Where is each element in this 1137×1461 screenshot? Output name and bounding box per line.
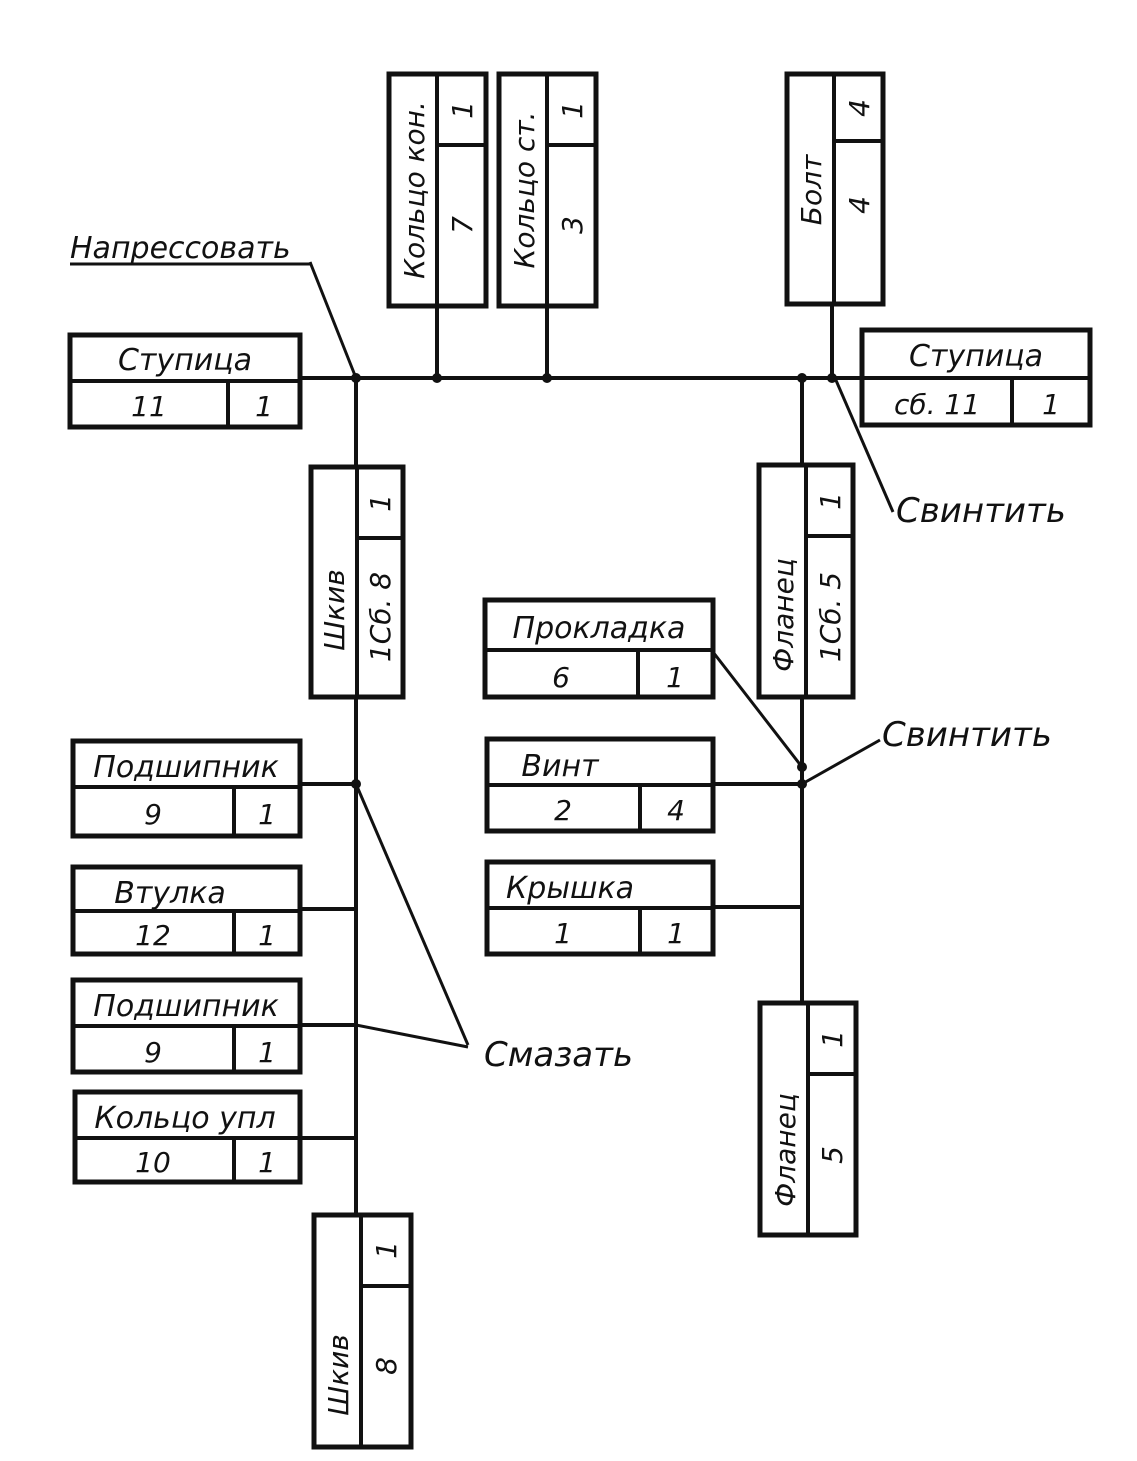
junction-dot <box>432 373 442 383</box>
press-fit-label: Напрессовать <box>70 231 291 266</box>
part-number: 9 <box>144 1036 162 1069</box>
part-name: Крышка <box>506 871 634 906</box>
part-qty: 1 <box>258 1146 276 1179</box>
part-number: 10 <box>135 1146 171 1179</box>
part-gasket: Прокладка 6 1 <box>482 597 716 700</box>
part-screw: Винт 2 4 <box>484 736 716 834</box>
screw-right-label: Свинтить <box>896 491 1066 531</box>
part-number: 8 <box>370 1357 403 1375</box>
part-bearing-1: Подшипник 9 1 <box>70 738 303 839</box>
lubricate-leader-bearing-1 <box>354 783 470 1046</box>
part-qty: 4 <box>843 99 876 117</box>
part-name: Кольцо кон. <box>398 101 431 279</box>
junction-dot <box>797 373 807 383</box>
part-qty: 1 <box>556 101 589 119</box>
part-bearing-2: Подшипник 9 1 <box>70 977 303 1075</box>
part-qty: 1 <box>255 390 273 423</box>
part-name: Подшипник <box>93 750 278 785</box>
part-qty: 1 <box>816 1030 849 1048</box>
part-qty: 1 <box>370 1241 403 1259</box>
part-number: 4 <box>843 196 876 214</box>
lubricate-label: Смазать <box>484 1035 633 1075</box>
part-number: 5 <box>816 1146 849 1164</box>
part-name: Фланец <box>769 1093 802 1207</box>
part-ring-cone: Кольцо кон. 7 1 <box>386 71 489 309</box>
part-pulley-assembly: Шкив 1Сб. 8 1 <box>308 464 406 700</box>
part-name: Шкив <box>318 569 351 651</box>
annotations: Напрессовать Свинтить Свинтить Смазать <box>70 231 1066 1075</box>
screw-center-leader <box>801 738 881 786</box>
part-name: Фланец <box>767 558 800 672</box>
part-pulley: Шкив 8 1 <box>311 1212 414 1450</box>
part-qty: 1 <box>258 1036 276 1069</box>
part-bolt: Болт 4 4 <box>784 71 886 307</box>
part-number: 3 <box>556 216 589 234</box>
part-name: Втулка <box>114 876 226 911</box>
part-qty: 1 <box>666 661 684 694</box>
screw-right-leader <box>833 377 895 513</box>
part-name: Винт <box>521 749 600 784</box>
press-fit-leader <box>308 261 358 379</box>
part-number: 1Сб. 8 <box>364 572 397 662</box>
part-qty: 1 <box>446 101 479 119</box>
junction-dot <box>542 373 552 383</box>
part-name: Ступица <box>909 339 1043 374</box>
screw-center-label: Свинтить <box>882 715 1052 755</box>
part-seal-ring: Кольцо упл 10 1 <box>72 1089 303 1185</box>
part-number: 7 <box>446 216 479 234</box>
part-number: 12 <box>135 919 171 952</box>
part-number: 1 <box>554 917 572 950</box>
part-number: 1Сб. 5 <box>814 572 847 662</box>
part-ring-st: Кольцо ст. 3 1 <box>496 71 599 309</box>
part-flange: Фланец 5 1 <box>757 1000 859 1238</box>
part-qty: 1 <box>258 798 276 831</box>
part-name: Прокладка <box>513 611 686 646</box>
part-bushing: Втулка 12 1 <box>70 864 303 957</box>
part-number: сб. 11 <box>894 388 980 421</box>
part-flange-assembly: Фланец 1Сб. 5 1 <box>756 462 856 700</box>
part-qty: 4 <box>667 794 685 827</box>
part-qty: 1 <box>814 492 847 510</box>
part-name: Ступица <box>118 343 252 378</box>
screw-center-leader-gasket <box>711 651 804 768</box>
part-qty: 1 <box>667 917 685 950</box>
part-name: Подшипник <box>93 989 278 1024</box>
part-hub: Ступица 11 1 <box>67 332 303 430</box>
part-qty: 1 <box>1042 388 1060 421</box>
part-hub-assembly: Ступица сб. 11 1 <box>859 327 1093 428</box>
part-number: 6 <box>552 661 570 694</box>
part-qty: 1 <box>258 919 276 952</box>
lubricate-leader-bearing-2 <box>355 1023 469 1049</box>
part-name: Кольцо ст. <box>508 111 541 268</box>
part-name: Шкив <box>322 1334 355 1416</box>
annotation-leaders <box>308 261 895 1049</box>
part-qty: 1 <box>364 494 397 512</box>
part-cover: Крышка 1 1 <box>484 859 716 957</box>
part-name: Кольцо упл <box>94 1101 275 1136</box>
part-name: Болт <box>795 154 828 225</box>
part-number: 11 <box>131 390 167 423</box>
part-number: 9 <box>144 798 162 831</box>
part-number: 2 <box>554 794 572 827</box>
